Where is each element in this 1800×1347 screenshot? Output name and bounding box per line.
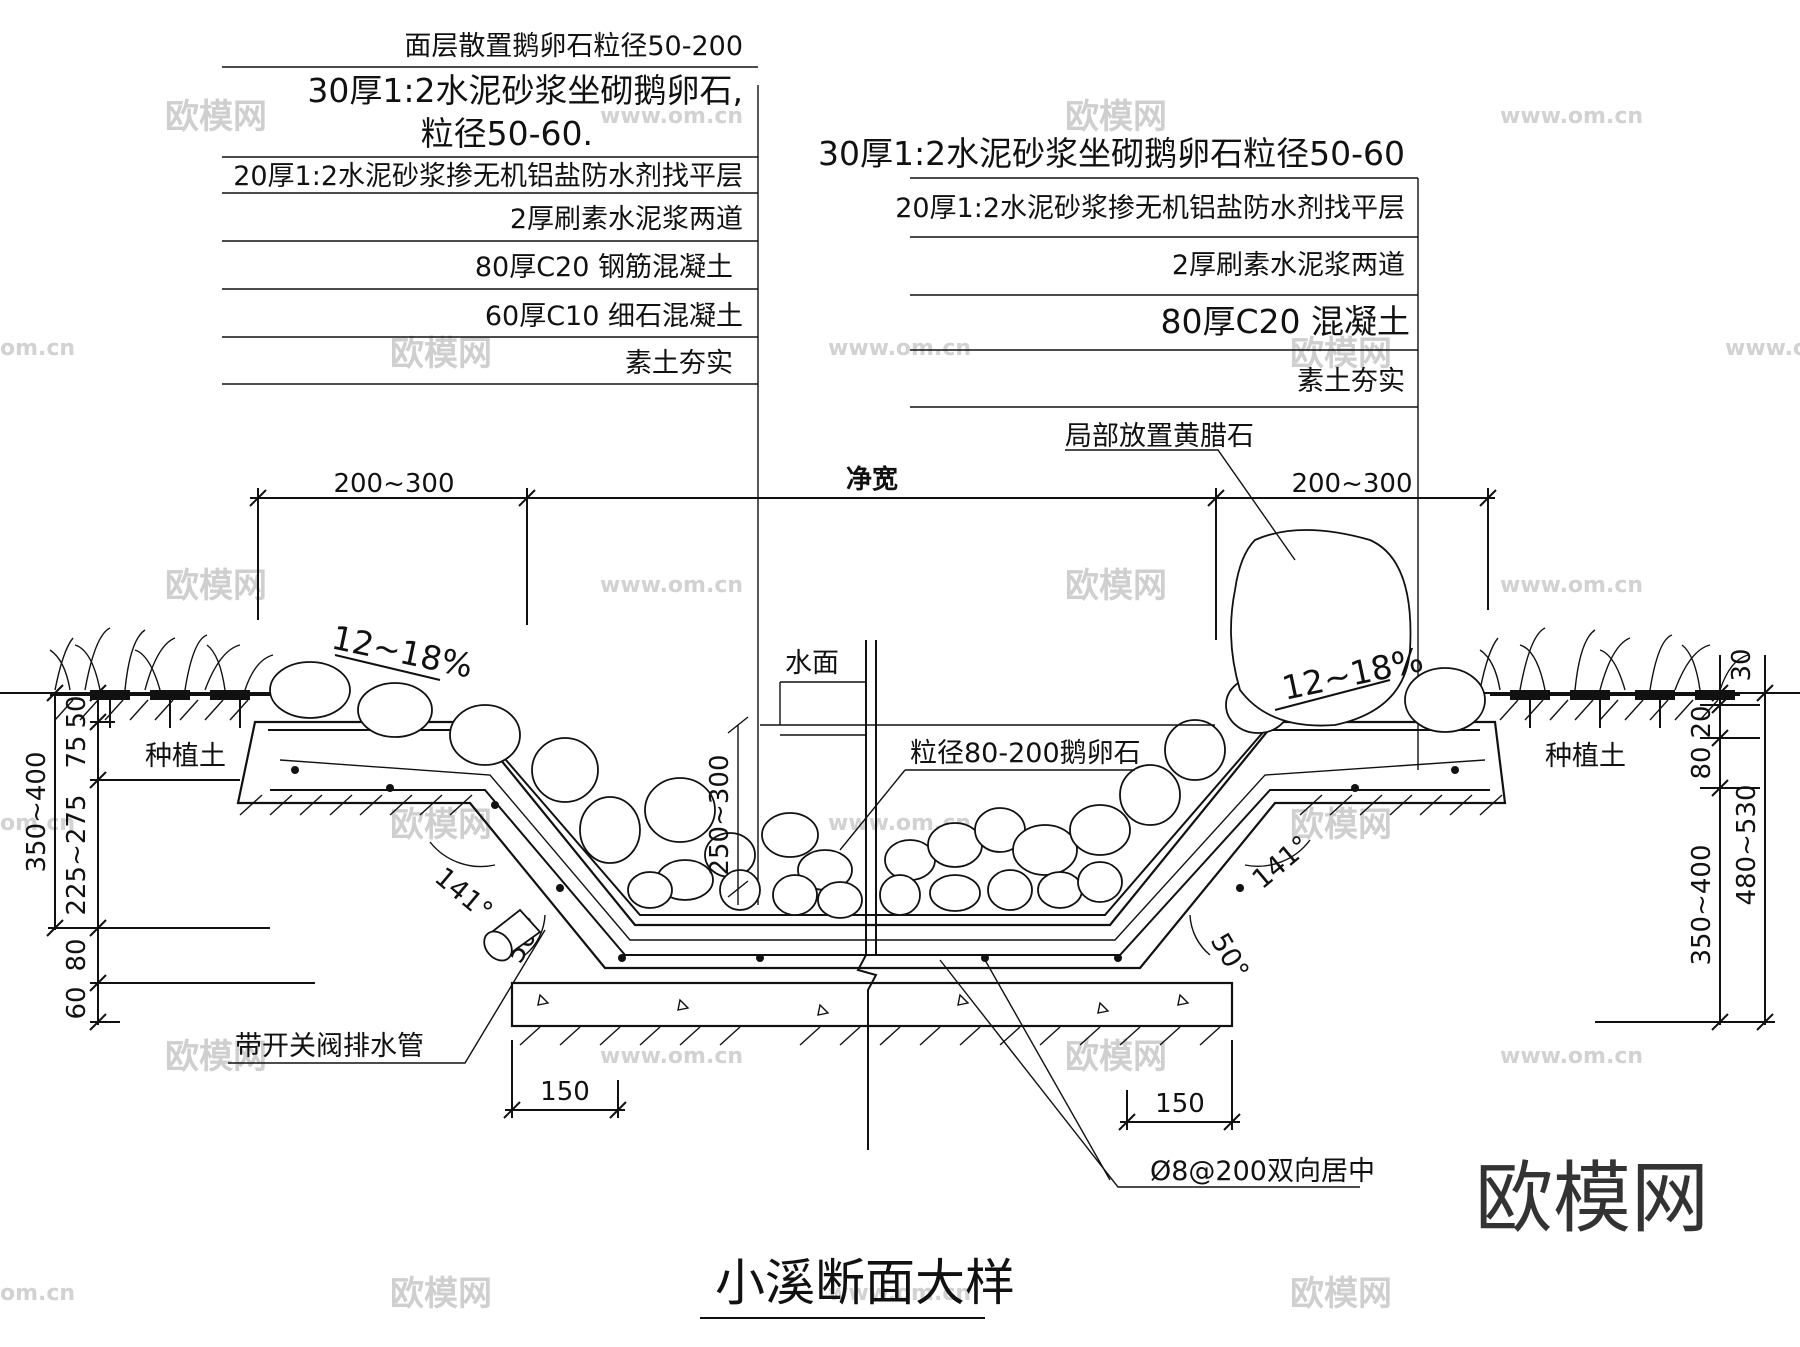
left-dimension-chain: 50 75 350~400 225~275 80 60 bbox=[22, 684, 315, 1031]
right-dim-480-530: 480~530 bbox=[1732, 784, 1762, 905]
left-layer-3: 20厚1:2水泥砂浆掺无机铝盐防水剂找平层 bbox=[233, 161, 743, 192]
watermarks: 欧模网 www.om.cn 欧模网 www.om.cn om.cn 欧模网 ww… bbox=[0, 97, 1800, 1314]
drain-pipe-label: 带开关阀排水管 bbox=[235, 1031, 424, 1062]
watermark-logo: 欧模网 bbox=[1475, 1154, 1709, 1244]
right-layer-3: 2厚刷素水泥浆两道 bbox=[1172, 250, 1405, 281]
right-layer-4: 80厚C20 混凝土 bbox=[1160, 302, 1410, 341]
left-dim-50: 50 bbox=[62, 695, 92, 728]
watermark: 欧模网 bbox=[1290, 1274, 1392, 1314]
watermark-url: www.om.cn bbox=[1725, 336, 1800, 361]
left-dim-80: 80 bbox=[62, 938, 92, 971]
pebble-size-label: 粒径80-200鹅卵石 bbox=[910, 738, 1141, 769]
drawing-title: 小溪断面大样 bbox=[700, 1254, 1015, 1319]
right-dim-20: 20 bbox=[1687, 705, 1717, 738]
right-layer-2: 20厚1:2水泥砂浆掺无机铝盐防水剂找平层 bbox=[895, 193, 1405, 224]
watermark: 欧模网 bbox=[390, 1274, 492, 1314]
water-surface-label: 水面 bbox=[785, 648, 839, 679]
watermark: 欧模网 bbox=[165, 1037, 267, 1077]
watermark-url: om.cn bbox=[0, 811, 75, 836]
slope-left-label: 12~18% bbox=[328, 618, 476, 686]
watermark: 欧模网 bbox=[390, 334, 492, 374]
watermark: 欧模网 bbox=[1290, 805, 1392, 845]
watermark: 欧模网 bbox=[1065, 566, 1167, 606]
left-layer-5: 80厚C20 钢筋混凝土 bbox=[475, 252, 733, 283]
watermark-url: www.om.cn bbox=[600, 573, 743, 598]
watermark-url: om.cn bbox=[0, 336, 75, 361]
base-width-left: 150 bbox=[540, 1077, 590, 1107]
right-dim-350-400: 350~400 bbox=[1687, 844, 1717, 965]
angle-50-right: 50° bbox=[1204, 928, 1255, 985]
yellow-wax-stone bbox=[1230, 529, 1412, 727]
watermark-url: www.om.cn bbox=[600, 1044, 743, 1069]
watermark: 欧模网 bbox=[1065, 97, 1167, 137]
right-layer-1: 30厚1:2水泥砂浆坐砌鹅卵石粒径50-60 bbox=[818, 134, 1405, 173]
angle-141-left: 141° bbox=[429, 862, 499, 928]
left-dim-60: 60 bbox=[62, 986, 92, 1019]
planting-soil-right: 种植土 bbox=[1545, 741, 1626, 772]
rebar-label: Ø8@200双向居中 bbox=[1150, 1156, 1375, 1187]
right-layer-5: 素土夯实 bbox=[1297, 366, 1405, 397]
left-dim-350-400: 350~400 bbox=[22, 751, 52, 872]
left-layer-7: 素土夯实 bbox=[625, 348, 733, 379]
right-dim-80: 80 bbox=[1687, 746, 1717, 779]
watermark-url: www.om.cn bbox=[828, 336, 971, 361]
ground-right: 种植土 bbox=[1470, 627, 1800, 772]
watermark-url: www.om.cn bbox=[828, 1281, 971, 1306]
left-dim-75: 75 bbox=[62, 735, 92, 768]
watermark: 欧模网 bbox=[1065, 1037, 1167, 1077]
watermark-url: www.om.cn bbox=[600, 104, 743, 129]
watermark-url: om.cn bbox=[0, 1281, 75, 1306]
top-dimension: 200~300 净宽 200~300 bbox=[249, 464, 1497, 640]
right-dimension-chain: 30 20 80 350~400 480~530 bbox=[1595, 648, 1775, 1031]
right-layer-callout: 30厚1:2水泥砂浆坐砌鹅卵石粒径50-60 20厚1:2水泥砂浆掺无机铝盐防水… bbox=[818, 134, 1419, 770]
water-depth-label: 250~300 bbox=[705, 754, 735, 875]
left-layer-2: 粒径50-60. bbox=[421, 114, 593, 153]
watermark: 欧模网 bbox=[165, 97, 267, 137]
net-width-label: 净宽 bbox=[846, 464, 898, 495]
left-layer-6: 60厚C10 细石混凝土 bbox=[485, 301, 743, 332]
yellow-stone-label: 局部放置黄腊石 bbox=[1065, 421, 1254, 452]
left-width-label: 200~300 bbox=[333, 469, 454, 499]
left-layer-top: 面层散置鹅卵石粒径50-200 bbox=[404, 31, 743, 62]
watermark-url: www.om.cn bbox=[1500, 104, 1643, 129]
watermark: 欧模网 bbox=[1290, 334, 1392, 374]
pebbles bbox=[269, 529, 1486, 919]
watermark-url: www.om.cn bbox=[1500, 1044, 1643, 1069]
right-dim-30: 30 bbox=[1727, 648, 1757, 681]
base-width-right: 150 bbox=[1155, 1089, 1205, 1119]
watermark: 欧模网 bbox=[390, 805, 492, 845]
left-dim-225-275: 225~275 bbox=[62, 794, 92, 915]
ground-left: 种植土 bbox=[0, 627, 274, 772]
watermark-url: www.om.cn bbox=[1500, 573, 1643, 598]
left-layer-callout: 面层散置鹅卵石粒径50-200 30厚1:2水泥砂浆坐砌鹅卵石, 粒径50-60… bbox=[222, 31, 759, 905]
watermark: 欧模网 bbox=[165, 566, 267, 606]
page-title: 小溪断面大样 bbox=[715, 1254, 1015, 1312]
left-layer-1: 30厚1:2水泥砂浆坐砌鹅卵石, bbox=[307, 71, 743, 110]
left-layer-4: 2厚刷素水泥浆两道 bbox=[510, 204, 743, 235]
planting-soil-left: 种植土 bbox=[145, 741, 226, 772]
right-width-label: 200~300 bbox=[1291, 469, 1412, 499]
